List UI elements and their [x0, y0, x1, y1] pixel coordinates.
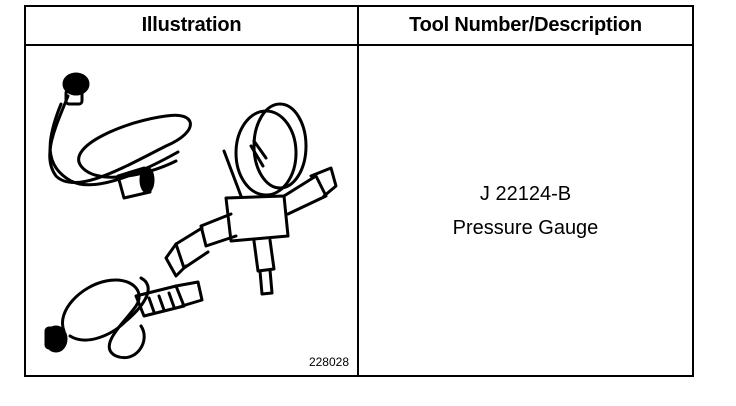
bottom-hose — [61, 278, 146, 360]
header-illustration: Illustration — [141, 14, 242, 36]
column-divider — [357, 7, 359, 375]
header-rule — [26, 44, 692, 46]
tool-number: J 22124-B — [479, 182, 572, 205]
figure-number: 228028 — [308, 355, 349, 369]
tool-table: Illustration Tool Number/Description — [24, 5, 694, 377]
top-hose — [48, 94, 192, 185]
tool-description-cell: J 22124-B Pressure Gauge — [359, 46, 692, 375]
gauge-manifold — [224, 194, 290, 243]
illustration-cell: 228028 — [26, 46, 357, 375]
pressure-gauge-illustration — [44, 72, 338, 360]
header-tool-number-description: Tool Number/Description — [409, 14, 642, 36]
tool-description: Pressure Gauge — [452, 216, 599, 239]
